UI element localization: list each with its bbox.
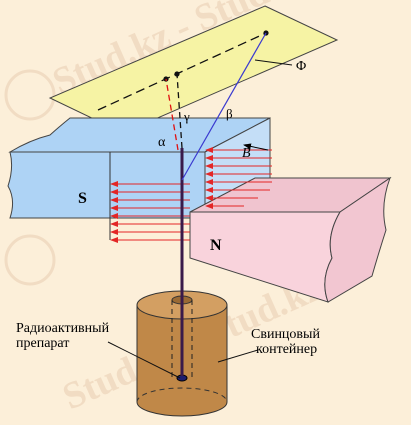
magnet-north-label: N: [210, 237, 222, 254]
ray-gamma-label: γ: [183, 109, 190, 124]
source-label-line1: Радиоактивный: [16, 321, 110, 336]
field-vector-mark: →: [243, 138, 252, 148]
magnet-south: S: [7, 117, 271, 240]
ray-gamma: [176, 73, 183, 149]
field-vector-arrow: [243, 143, 269, 151]
magnet-north: N: [189, 176, 392, 303]
field-vector-label: B: [242, 146, 251, 161]
watermark-logo-bottom: [4, 234, 56, 286]
container-label-line1: Свинцовый: [251, 327, 320, 342]
screen-trace-line: [97, 32, 267, 111]
field-lines: B →: [110, 138, 272, 243]
annotations: Радиоактивный препарат Свинцовый контейн…: [16, 321, 320, 379]
ray-beta: [181, 32, 267, 181]
magnet-south-front: [7, 151, 206, 219]
magnet-south-label: S: [78, 190, 87, 207]
screen-label-leader: [254, 59, 293, 66]
container-leader: [217, 349, 259, 363]
ray-alpha: [165, 78, 179, 151]
screen-label: Φ: [296, 59, 306, 74]
container-label-line2: контейнер: [256, 342, 317, 357]
magnet-north-side: [324, 176, 392, 303]
watermark-logo-top: [4, 69, 56, 121]
radiation-rays: α γ β: [158, 32, 267, 376]
ray-beta-label: β: [226, 106, 233, 121]
source-leader: [107, 341, 181, 379]
ray-alpha-label: α: [158, 135, 166, 150]
container-hidden-edge: [136, 387, 228, 403]
magnet-south-top: [8, 117, 271, 153]
source-label-line2: препарат: [16, 336, 69, 351]
